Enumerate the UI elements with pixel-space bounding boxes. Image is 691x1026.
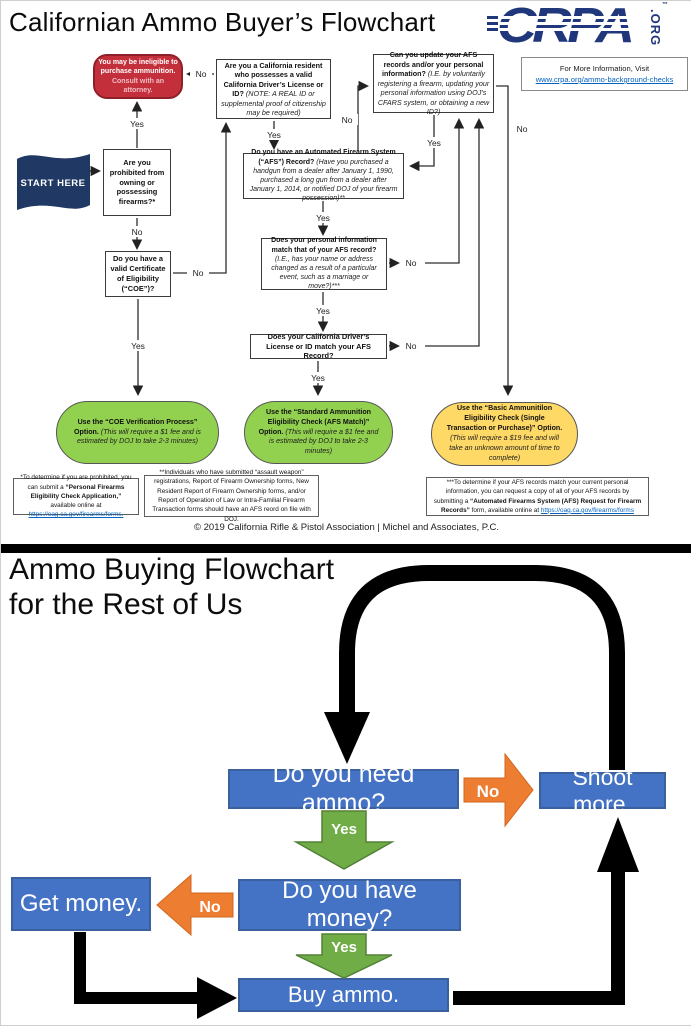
footnote-text: **Individuals who have submitted “assaul…	[152, 469, 311, 523]
option-note: (This will require a $1 fee and is estim…	[269, 427, 379, 456]
svg-text:No: No	[193, 268, 204, 278]
footnote-text: ***To determine if your AFS records matc…	[433, 478, 630, 505]
crpa-logo-text: CRPA	[497, 0, 635, 53]
loop-arrowhead	[324, 712, 370, 764]
node-shoot-more: Shoot more.	[539, 764, 666, 817]
node-standard-check-option: Use the “Standard Ammunition Eligibility…	[244, 401, 393, 464]
option-text: Use the “Standard Ammunition Eligibility…	[258, 407, 371, 436]
option-note: (This will require a $19 fee and will ta…	[449, 434, 560, 462]
footnote-text: form, available online at	[469, 506, 541, 514]
yes-label: Yes	[331, 821, 357, 838]
svg-text:Yes: Yes	[316, 306, 330, 316]
option-text: Use the “COE Verification Process” Optio…	[74, 417, 198, 436]
footnote-prohibited: *To determine if you are prohibited, you…	[13, 474, 139, 519]
top-chart-title: Californian Ammo Buyer’s Flowchart	[9, 7, 436, 37]
node-need-ammo: Do you need ammo?	[228, 760, 459, 817]
footnote-bold: “Personal Firearms Eligibility Check App…	[30, 483, 125, 500]
footnote-bold: “Automated Firearms System (AFS) Request…	[441, 497, 642, 514]
oag-forms-link[interactable]: https://oag.ca.gov/firearms/forms.	[28, 511, 124, 519]
option-text: Use the “Basic Ammunitilon Eligibility C…	[446, 404, 563, 433]
footnote-afs-request: ***To determine if your AFS records matc…	[426, 477, 649, 516]
crpa-logo-org-suffix: .ORG	[648, 9, 663, 47]
svg-text:No: No	[132, 227, 143, 237]
question-text: Can you update your AFS records and/or y…	[381, 50, 484, 79]
trademark-symbol: ™	[662, 2, 668, 8]
svg-text:Yes: Yes	[267, 130, 281, 140]
start-here-label: START HERE	[21, 178, 86, 189]
copyright-line: © 2019 California Rifle & Pistol Associa…	[194, 522, 499, 533]
svg-text:No: No	[196, 69, 207, 79]
node-coe-verification-option: Use the “COE Verification Process” Optio…	[56, 401, 219, 464]
node-ineligible: You may be ineligible to purchase ammuni…	[93, 54, 183, 99]
yes-arrow-down-1	[293, 810, 395, 870]
buy-to-shoot-line	[453, 870, 625, 1005]
yes-label: Yes	[331, 939, 357, 956]
bottom-title-line2: for the Rest of Us	[9, 587, 243, 621]
node-update-afs-question: Can you update your AFS records and/or y…	[373, 50, 494, 117]
logo-stripe	[487, 22, 498, 25]
loop-arrow-line	[339, 565, 625, 770]
question-note: (I.E., has your name or address changed …	[271, 255, 377, 291]
section-divider	[1, 544, 691, 553]
node-ca-resident-question: Are you a California resident who posses…	[216, 59, 331, 119]
svg-text:No: No	[517, 124, 528, 134]
question-note: (Have you purchased a handgun from a dea…	[249, 158, 398, 203]
footnote-text: *To determine if you are prohibited, you…	[20, 474, 132, 491]
logo-stripe	[499, 22, 641, 25]
footnote-afs-record: **Individuals who have submitted “assaul…	[144, 469, 319, 523]
no-arrow-left	[156, 873, 234, 937]
node-basic-check-option: Use the “Basic Ammunitilon Eligibility C…	[431, 402, 578, 466]
logo-stripe	[487, 28, 498, 31]
node-have-money: Do you have money?	[238, 877, 461, 932]
svg-text:Yes: Yes	[316, 213, 330, 223]
node-prohibited-question: Are you prohibited from owning or posses…	[103, 149, 171, 216]
node-buy-ammo: Buy ammo.	[238, 978, 449, 1012]
question-text: Are you a California resident who posses…	[223, 60, 324, 99]
question-text: Does your personal information match tha…	[271, 237, 377, 254]
question-text: Do you have an Automated Firearm System …	[251, 149, 396, 166]
logo-stripe	[499, 28, 641, 31]
question-note: (NOTE: A REAL ID or supplemental proof o…	[221, 89, 326, 117]
logo-stripe	[487, 16, 498, 19]
no-label: No	[477, 782, 500, 801]
more-info-text: For More Information, Visit	[559, 63, 650, 73]
svg-text:Yes: Yes	[130, 119, 144, 129]
bottom-chart-title: Ammo Buying Flowchart for the Rest of Us	[9, 553, 334, 623]
svg-text:No: No	[342, 115, 353, 125]
get-to-buy-arrowhead	[197, 977, 237, 1019]
ineligible-subtext: Consult with an attorney.	[111, 77, 165, 94]
svg-text:Yes: Yes	[311, 373, 325, 383]
question-text: Do you have a valid Certificate of Eligi…	[110, 254, 166, 293]
node-personal-info-question: Does your personal information match tha…	[261, 237, 387, 291]
question-text: Are you prohibited from owning or posses…	[109, 158, 165, 207]
question-text: Does your California Driver’s License or…	[266, 331, 371, 361]
node-get-money: Get money.	[11, 877, 151, 931]
no-arrow-right	[463, 752, 534, 828]
question-note: (I.E. by voluntarily registering a firea…	[377, 69, 490, 117]
svg-text:No: No	[406, 341, 417, 351]
bottom-title-line1: Ammo Buying Flowchart	[9, 553, 335, 586]
svg-text:Yes: Yes	[131, 341, 145, 351]
logo-stripe	[499, 16, 641, 19]
ineligible-text: You may be ineligible to purchase ammuni…	[98, 58, 178, 76]
crpa-info-link[interactable]: www.crpa.org/ammo-background-checks	[535, 75, 674, 84]
crpa-logo: CRPA .ORG ™	[487, 1, 668, 56]
start-here-flag	[17, 154, 90, 210]
get-to-buy-line	[74, 932, 197, 1004]
option-note: (This will require a $1 fee and is estim…	[76, 427, 201, 446]
footnote-text: available online at	[50, 502, 102, 510]
buy-to-shoot-arrowhead	[597, 817, 639, 872]
node-license-match-question: Does your California Driver’s License or…	[250, 331, 387, 361]
svg-text:No: No	[406, 258, 417, 268]
node-coe-question: Do you have a valid Certificate of Eligi…	[105, 251, 171, 297]
oag-forms-link[interactable]: https://oag.ca.gov/firearms/forms	[540, 506, 634, 514]
svg-text:Yes: Yes	[427, 138, 441, 148]
more-info-box: For More Information, Visit www.crpa.org…	[521, 57, 688, 91]
node-afs-record-question: Do you have an Automated Firearm System …	[243, 149, 404, 202]
yes-arrow-down-2	[295, 933, 393, 979]
no-label: No	[199, 899, 221, 916]
